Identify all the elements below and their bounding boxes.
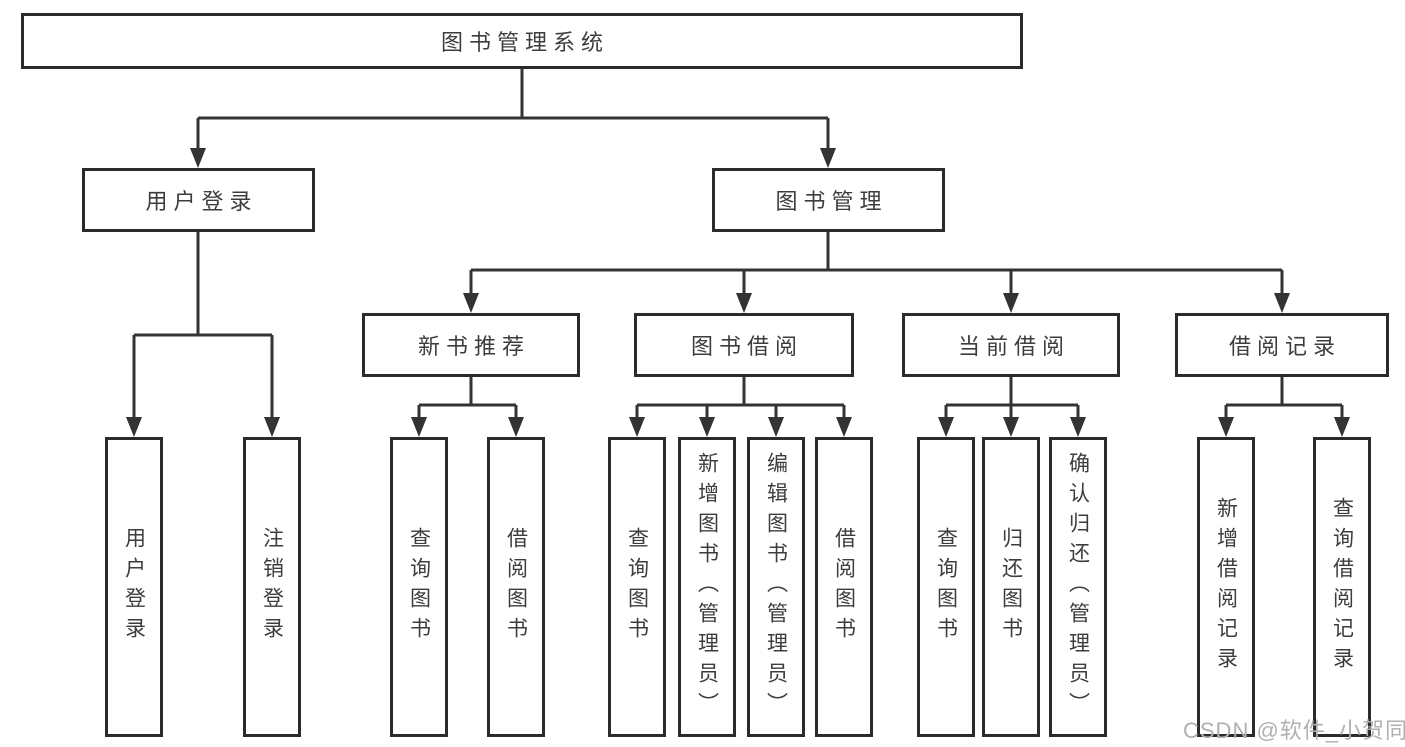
leaf-bb-add-books-admin: 新增图书（管理员） — [678, 437, 736, 737]
leaf-nb-borrow-books: 借阅图书 — [487, 437, 545, 737]
leaf-bb-edit-books-admin: 编辑图书（管理员） — [747, 437, 805, 737]
node-book-mgmt: 图书管理 — [712, 168, 945, 232]
leaf-nb-query-books: 查询图书 — [390, 437, 448, 737]
leaf-logout-label: 注销登录 — [260, 527, 284, 647]
leaf-bb-query-books-label: 查询图书 — [625, 527, 649, 647]
leaf-bb-edit-books-admin-label: 编辑图书（管理员） — [764, 452, 788, 722]
node-root-label: 图书管理系统 — [440, 30, 609, 55]
leaf-cb-return-books: 归还图书 — [982, 437, 1040, 737]
leaf-user-login: 用户登录 — [105, 437, 163, 737]
leaf-nb-borrow-books-label: 借阅图书 — [504, 527, 528, 647]
leaf-cb-return-books-label: 归还图书 — [999, 527, 1023, 647]
leaf-bb-add-books-admin-label: 新增图书（管理员） — [695, 452, 719, 722]
leaf-br-query-record: 查询借阅记录 — [1313, 437, 1371, 737]
leaf-br-query-record-label: 查询借阅记录 — [1330, 497, 1354, 677]
arrowheads — [126, 148, 1350, 437]
node-new-book-rec-label: 新书推荐 — [417, 334, 530, 359]
csdn-watermark: CSDN @软件_小贺同学 — [1183, 718, 1405, 743]
leaf-logout: 注销登录 — [243, 437, 301, 737]
node-user-login: 用户登录 — [82, 168, 315, 232]
node-book-mgmt-label: 图书管理 — [775, 189, 888, 214]
leaf-bb-query-books: 查询图书 — [608, 437, 666, 737]
node-book-borrow-label: 图书借阅 — [690, 334, 803, 359]
node-root: 图书管理系统 — [21, 13, 1023, 69]
leaf-cb-confirm-return-admin-label: 确认归还（管理员） — [1066, 452, 1090, 722]
leaf-cb-confirm-return-admin: 确认归还（管理员） — [1049, 437, 1107, 737]
leaf-br-add-record: 新增借阅记录 — [1197, 437, 1255, 737]
node-book-borrow: 图书借阅 — [634, 313, 854, 377]
leaf-cb-query-books: 查询图书 — [917, 437, 975, 737]
node-current-borrow: 当前借阅 — [902, 313, 1120, 377]
leaf-user-login-label: 用户登录 — [122, 527, 146, 647]
node-current-borrow-label: 当前借阅 — [957, 334, 1070, 359]
leaf-br-add-record-label: 新增借阅记录 — [1214, 497, 1238, 677]
node-borrow-records: 借阅记录 — [1175, 313, 1389, 377]
node-borrow-records-label: 借阅记录 — [1228, 334, 1341, 359]
leaf-bb-borrow-books: 借阅图书 — [815, 437, 873, 737]
leaf-bb-borrow-books-label: 借阅图书 — [832, 527, 856, 647]
leaf-cb-query-books-label: 查询图书 — [934, 527, 958, 647]
node-new-book-rec: 新书推荐 — [362, 313, 580, 377]
leaf-nb-query-books-label: 查询图书 — [407, 527, 431, 647]
node-user-login-label: 用户登录 — [145, 189, 258, 214]
